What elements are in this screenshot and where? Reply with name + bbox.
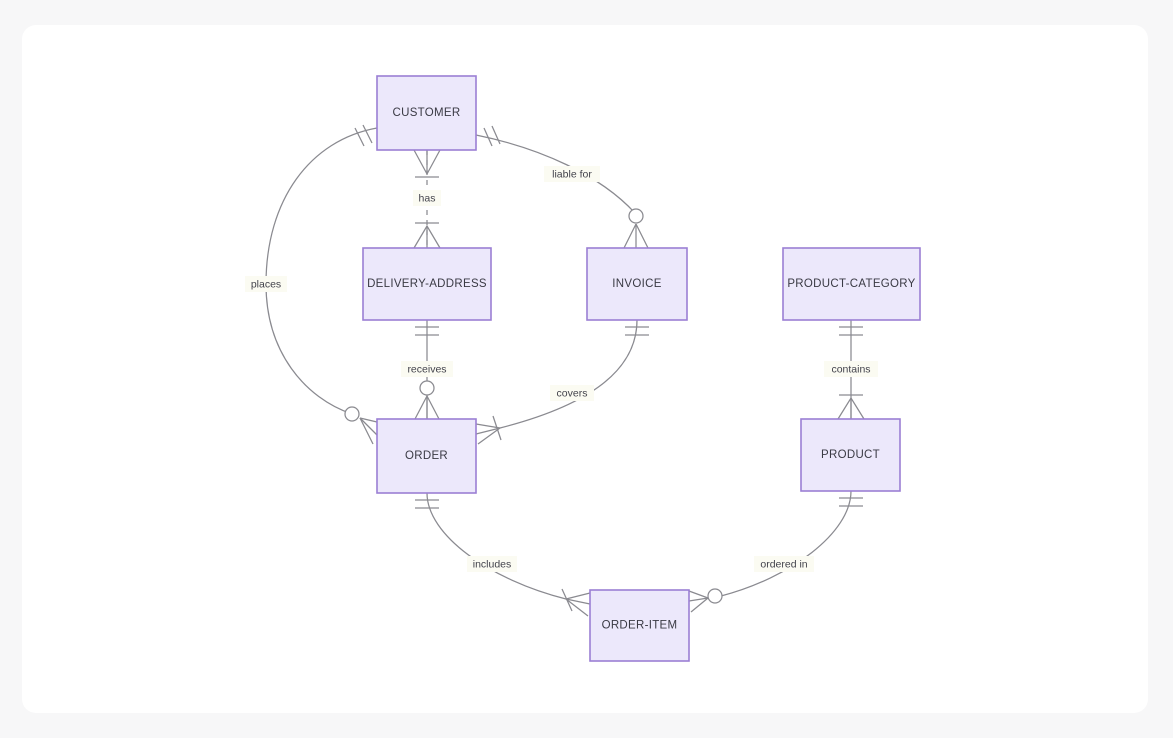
cardinality-zero-or-many-receives-order <box>414 380 440 420</box>
entity-label-invoice: INVOICE <box>612 278 661 290</box>
relationship-labels: places has liable for receives covers co <box>245 166 878 572</box>
cardinality-one-or-many-includes-order-item <box>561 588 591 617</box>
cardinality-zero-or-many-liable-for-invoice <box>623 208 649 249</box>
cardinality-one-or-many-covers-order <box>475 415 502 445</box>
cardinality-one-or-many-has-customer <box>413 149 441 178</box>
entity-boxes: CUSTOMER DELIVERY-ADDRESS INVOICE PRODUC… <box>362 75 921 662</box>
relationship-label-includes[interactable]: includes <box>467 556 517 572</box>
cardinality-one-and-only-one-ordered-in-product <box>839 497 863 507</box>
svg-text:contains: contains <box>831 363 870 375</box>
relationship-label-ordered-in[interactable]: ordered in <box>754 556 814 572</box>
relationship-line-includes[interactable] <box>426 492 567 600</box>
svg-text:ordered in: ordered in <box>760 558 807 570</box>
entity-label-product: PRODUCT <box>821 449 880 461</box>
entity-product-category[interactable]: PRODUCT-CATEGORY <box>782 247 921 321</box>
relationship-line-ordered-in[interactable] <box>720 490 852 597</box>
svg-text:liable for: liable for <box>552 168 592 180</box>
cardinality-one-and-only-one-covers-invoice <box>625 326 649 336</box>
entity-order[interactable]: ORDER <box>376 418 477 494</box>
entity-label-product-category: PRODUCT-CATEGORY <box>787 278 915 290</box>
cardinality-one-or-many-has-delivery-address <box>413 222 441 249</box>
entity-product[interactable]: PRODUCT <box>800 418 901 492</box>
diagram-card <box>22 25 1148 713</box>
cardinality-one-and-only-one-contains-product-category <box>839 326 863 336</box>
cardinality-one-and-only-one-places-customer <box>354 124 373 147</box>
cardinality-one-and-only-one-includes-order <box>415 499 439 509</box>
cardinality-markers <box>344 124 865 617</box>
relationship-label-covers[interactable]: covers <box>550 385 594 401</box>
relationship-line-places[interactable] <box>265 127 378 415</box>
relationship-lines <box>265 127 852 600</box>
entity-delivery-address[interactable]: DELIVERY-ADDRESS <box>362 247 492 321</box>
entity-customer[interactable]: CUSTOMER <box>376 75 477 151</box>
relationship-label-has[interactable]: has <box>413 190 441 206</box>
entity-invoice[interactable]: INVOICE <box>586 247 688 321</box>
relationship-label-contains[interactable]: contains <box>824 361 878 377</box>
cardinality-one-or-many-contains-product <box>837 394 865 420</box>
svg-text:has: has <box>419 192 436 204</box>
relationship-line-covers[interactable] <box>499 319 638 429</box>
cardinality-zero-or-many-places-order <box>344 406 378 445</box>
entity-label-delivery-address: DELIVERY-ADDRESS <box>367 278 487 290</box>
cardinality-one-and-only-one-liable-for-customer <box>483 125 501 147</box>
entity-label-order: ORDER <box>405 450 448 462</box>
cardinality-zero-or-many-ordered-in-order-item <box>688 588 723 613</box>
relationship-label-places[interactable]: places <box>245 276 287 292</box>
relationship-label-receives[interactable]: receives <box>401 361 453 377</box>
entity-label-customer: CUSTOMER <box>393 107 461 119</box>
svg-text:receives: receives <box>407 363 446 375</box>
relationship-label-liable-for[interactable]: liable for <box>544 166 600 182</box>
cardinality-one-and-only-one-receives-delivery-address <box>415 326 439 336</box>
svg-text:covers: covers <box>557 387 588 399</box>
svg-text:places: places <box>251 278 281 290</box>
entity-label-order-item: ORDER-ITEM <box>602 620 678 632</box>
entity-order-item[interactable]: ORDER-ITEM <box>589 589 690 662</box>
svg-text:includes: includes <box>473 558 512 570</box>
